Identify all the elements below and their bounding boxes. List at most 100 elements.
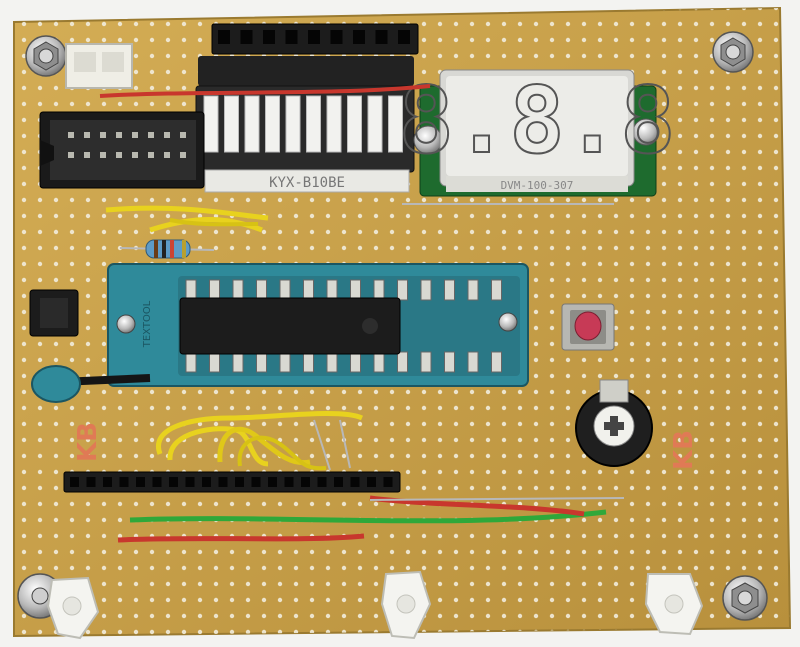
trimmer-potentiometer <box>575 379 653 467</box>
nylon-standoff-middle <box>380 570 432 640</box>
zif-pin <box>420 279 432 301</box>
zif-pin <box>467 279 479 301</box>
header-slot <box>202 477 211 487</box>
idc-pin <box>100 152 106 158</box>
idc-pin <box>116 152 122 158</box>
header-slot <box>152 477 162 487</box>
header-slot <box>268 477 277 487</box>
bar-graph-segment <box>326 95 342 153</box>
bar-graph-segment <box>203 95 219 153</box>
idc-pin <box>84 132 90 138</box>
zif-pin <box>303 351 314 373</box>
yellow-jumper-wires-lower <box>155 411 364 471</box>
zif-pin <box>256 279 267 301</box>
silkscreen-marking-left: KB <box>73 422 103 462</box>
jst-connector <box>65 43 133 89</box>
zif-lever <box>31 365 151 403</box>
zif-pin <box>491 279 502 301</box>
bar-graph-segment <box>347 95 362 153</box>
header-slot <box>235 477 244 487</box>
yellow-jumper-wires-upper <box>105 205 269 233</box>
bar-graph-segment <box>224 95 239 153</box>
header-slot <box>185 477 195 487</box>
bar-graph-segment <box>244 95 260 153</box>
tactile-button-red <box>561 303 615 351</box>
bar-graph-segment <box>265 95 280 153</box>
zif-socket: TEXTOOL <box>107 263 529 387</box>
header-slot <box>70 477 79 487</box>
header-slot <box>353 30 365 44</box>
header-slot <box>317 477 327 487</box>
idc-box-header <box>39 111 205 189</box>
header-slot <box>330 30 343 44</box>
idc-pin <box>164 152 170 158</box>
idc-pin <box>164 132 170 138</box>
zif-socket-label: TEXTOOL <box>142 300 153 348</box>
header-slot <box>263 30 275 44</box>
led-bar-graph: KYX-B10BE <box>195 56 415 193</box>
silkscreen-marking-right: KB <box>669 430 699 470</box>
idc-pin <box>148 132 154 138</box>
header-slot <box>86 477 96 487</box>
zif-pin <box>373 351 385 373</box>
bar-graph-segment <box>285 95 301 153</box>
bar-graph-part-label: KYX-B10BE <box>269 175 345 191</box>
zif-pin <box>185 351 197 373</box>
zif-pin <box>185 279 197 301</box>
zif-pin <box>209 351 220 373</box>
zif-pin <box>279 279 291 301</box>
red-wire-bottom <box>117 533 365 543</box>
zif-pin <box>350 351 361 373</box>
idc-pin <box>84 152 90 158</box>
header-slot <box>350 477 360 487</box>
mounting-screw-bottom-right <box>722 575 768 621</box>
bar-graph-segment <box>306 95 321 153</box>
idc-pin <box>132 152 138 158</box>
header-slot <box>308 30 320 44</box>
idc-pin <box>132 132 138 138</box>
zif-pin <box>326 279 338 301</box>
header-slot <box>218 30 230 44</box>
idc-pin <box>180 152 186 158</box>
zif-pin <box>303 279 314 301</box>
zif-pin <box>397 279 408 301</box>
zif-pin <box>491 351 502 373</box>
idc-pin <box>116 132 122 138</box>
zif-pin <box>232 279 244 301</box>
zif-pin <box>397 351 408 373</box>
female-header-bottom <box>63 471 401 493</box>
zif-pin <box>232 351 244 373</box>
zif-pin <box>326 351 338 373</box>
idc-pin <box>180 132 186 138</box>
zif-pin <box>209 279 220 301</box>
zif-pin <box>420 351 432 373</box>
header-slot <box>367 477 376 487</box>
female-header-top <box>211 23 419 55</box>
dip-ic-chip <box>179 297 401 355</box>
mounting-screw-top-right <box>712 31 754 73</box>
zif-pin <box>444 351 455 373</box>
bar-graph-segment <box>367 95 383 153</box>
header-slot <box>218 477 228 487</box>
zif-pin <box>279 351 291 373</box>
header-slot <box>301 477 310 487</box>
header-slot <box>103 477 112 487</box>
header-slot <box>284 477 294 487</box>
idc-pin <box>68 152 74 158</box>
header-slot <box>383 477 393 487</box>
header-slot <box>240 30 253 44</box>
display-module-label: DVM-100-307 <box>501 179 574 192</box>
header-slot <box>285 30 298 44</box>
nylon-standoff-left <box>46 576 100 640</box>
idc-pin <box>148 152 154 158</box>
nylon-standoff-right <box>644 573 704 636</box>
red-wire-top <box>99 84 431 98</box>
idc-pin <box>100 132 106 138</box>
zif-pin <box>467 351 479 373</box>
header-slot <box>169 477 178 487</box>
resistor <box>119 239 215 259</box>
bar-graph-segment <box>388 95 403 153</box>
mounting-screw-top-left <box>25 35 67 77</box>
header-slot <box>136 477 145 487</box>
